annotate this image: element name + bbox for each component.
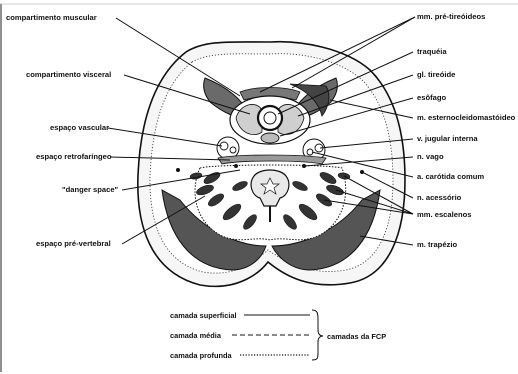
label-compartimento-muscular: compartimento muscular — [6, 13, 97, 22]
label-danger-space: "danger space" — [62, 185, 119, 194]
label-gl-tireoide: gl. tireóide — [417, 70, 455, 79]
left-carotid — [230, 147, 236, 153]
legend-camada-media: camada média — [170, 331, 222, 340]
trachea-lumen — [264, 112, 276, 124]
label-traqueia: traquéia — [417, 47, 447, 56]
legend-camada-superficial: camada superficial — [170, 311, 237, 320]
label-espaco-pre-vertebral: espaço pré-vertebral — [36, 239, 111, 248]
label-m-trapezio: m. trapézio — [417, 240, 457, 249]
label-mm-pre-tireoideos: mm. pré-tireóideos — [417, 12, 485, 21]
left-vagus — [234, 164, 238, 168]
label-mm-escalenos: mm. escalenos — [417, 210, 471, 219]
esophagus — [261, 133, 279, 143]
label-esofago: esôfago — [417, 93, 446, 102]
label-v-jugular-interna: v. jugular interna — [417, 134, 478, 143]
legend: camada superficial camada média camada p… — [170, 310, 386, 360]
legend-camadas-da-fcp: camadas da FCP — [327, 332, 386, 341]
label-n-acessorio: n. acessório — [417, 193, 462, 202]
label-espaco-vascular: espaço vascular — [50, 123, 109, 132]
legend-brace — [312, 310, 323, 360]
label-m-esternocleidomastoideo: m. esternocleidomastóideo — [417, 113, 516, 122]
neck-anatomy-drawing — [138, 42, 405, 287]
legend-camada-profunda: camada profunda — [170, 351, 232, 360]
label-espaco-retrofaringeo: espaço retrofaríngeo — [36, 152, 112, 161]
left-accessory — [176, 168, 180, 172]
label-a-carotida-comum: a. carótida comum — [417, 172, 484, 181]
label-n-vago: n. vago — [417, 152, 444, 161]
label-compartimento-visceral: compartimento visceral — [26, 70, 111, 79]
